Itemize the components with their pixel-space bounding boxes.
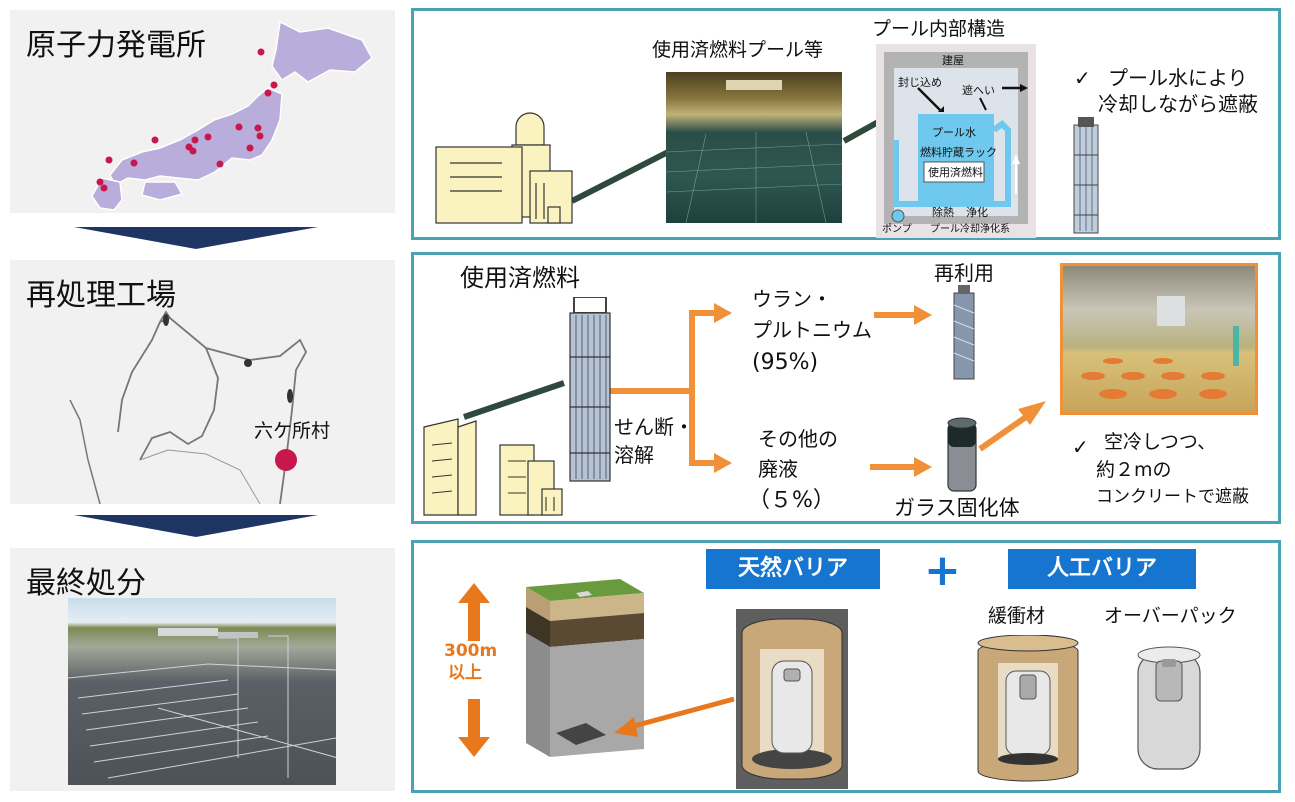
reuse-label: 再利用 [934,261,994,285]
pool-note-check: ✓ [1074,66,1091,90]
depth-label-line1: 300m [444,641,498,661]
overpack-label: オーバーパック [1104,605,1237,627]
spent-fuel-pool-photo [666,72,842,223]
reproc-spent-fuel-label: 使用済燃料 [460,264,580,292]
depth-label-line2: 以上 [448,663,482,683]
stage-reproc-panel: 再処理工場 六ケ所村 [10,260,395,504]
struct-system-label: プール冷却浄化系 [930,224,1010,235]
struct-spent-fuel-label: 使用済燃料 [928,166,983,179]
plant-dots [96,48,278,192]
reprocessing-flow-arrows [463,303,1046,477]
pool-connector-lines [570,118,882,204]
panel-reprocessing: 使用済燃料 せん断・ 溶解 ウラン・ プルトニウム (95%) 再利用 [411,252,1281,524]
storage-facility-photo [1060,263,1258,415]
storage-note-line3: コンクリートで遮蔽 [1096,487,1249,507]
struct-shield-label: 遮へい [962,84,995,97]
depth-arrow [458,583,490,757]
buffer-material-icon [977,635,1079,782]
panel-disposal: 300m 以上 天然バリア + 人工バリア 緩衝材 オーバーパック [411,540,1281,793]
pool-structure-diagram: 建屋 封じ込め 遮へい プール水 燃料貯蔵ラック 使用済燃料 除熱 浄化 ポンプ… [876,44,1036,238]
cut-dissolve-line2: 溶解 [614,443,654,467]
struct-building-label: 建屋 [942,54,964,67]
storage-note-check: ✓ [1072,435,1089,459]
flow-arrow-2 [74,515,318,537]
stage-disposal-title: 最終処分 [26,566,146,601]
storage-note-line1: 空冷しつつ、 [1104,431,1217,453]
waste-line2: 廃液 [758,457,798,481]
pool-note-line2: 冷却しながら遮蔽 [1098,92,1258,116]
struct-pool-water-label: プール水 [932,126,976,139]
reused-fuel-icon [953,285,975,380]
geological-strata-block [526,579,644,757]
stage-npp-title: 原子力発電所 [26,28,206,63]
struct-pump-label: ポンプ [882,224,912,235]
stage-reproc-title: 再処理工場 [26,278,176,313]
reprocessing-plant-icon [423,418,563,516]
uranium-line3: (95%) [752,350,819,375]
struct-heat-label: 除熱 [932,206,954,219]
aomori-map [69,310,308,504]
glass-label: ガラス固化体 [894,496,1020,520]
rokkasho-label: 六ケ所村 [254,420,331,442]
natural-barrier-badge: 天然バリア [706,549,880,589]
struct-rack-label: 燃料貯蔵ラック [920,146,997,159]
pool-structure-title: プール内部構造 [872,18,1006,40]
flow-arrow-1 [74,227,318,249]
natural-barrier-tunnel-image [736,609,848,789]
japan-map [91,20,373,211]
fuel-assembly-icon [1073,117,1099,234]
panel-pool: 使用済燃料プール等 プール内部構造 建屋 封じ込め [411,8,1281,240]
pool-photo-label: 使用済燃料プール等 [652,39,824,61]
overpack-icon [1137,646,1201,770]
pool-note-line1: プール水により [1108,66,1248,90]
buffer-label: 緩衝材 [988,605,1046,627]
vitrified-waste-canister-icon [947,417,977,492]
uranium-line2: プルトニウム [752,318,872,342]
stage-disposal-panel: 最終処分 [10,548,395,791]
plus-sign: + [924,545,961,596]
artificial-barrier-badge: 人工バリア [1008,549,1196,589]
disposal-pointer-arrow [614,696,735,737]
disposal-facility-image [68,598,336,785]
uranium-line1: ウラン・ [752,287,832,311]
nuclear-plant-building-icon [435,112,573,224]
struct-seal-label: 封じ込め [898,76,942,89]
stage-npp-panel: 原子力発電所 [10,10,395,213]
struct-purify-label: 浄化 [966,206,988,219]
waste-line3: （５%） [748,488,835,513]
cut-dissolve-line1: せん断・ [614,415,694,439]
rokkasho-marker [275,449,297,471]
waste-line1: その他の [758,427,838,451]
spent-fuel-assembly-icon [569,297,611,482]
storage-note-line2: 約２mの [1096,459,1172,481]
